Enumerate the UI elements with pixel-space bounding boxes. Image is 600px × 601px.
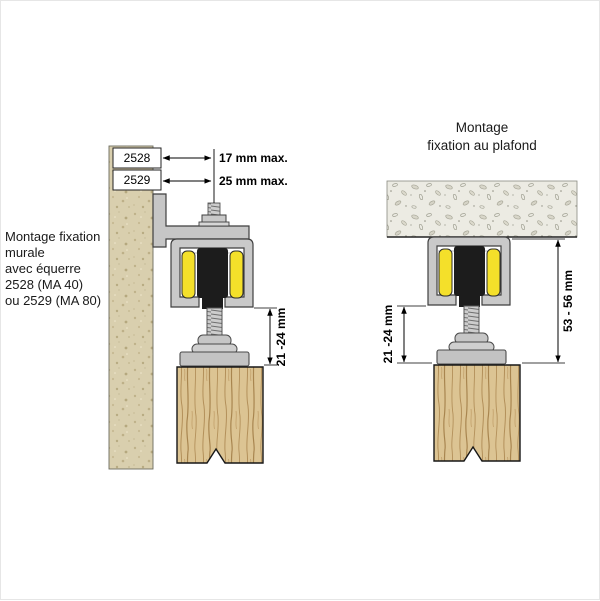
adjust-dimension-left: 21 -24 mm (254, 307, 288, 367)
ceiling-title-line-1: Montage (456, 120, 509, 135)
caption-line-4: 2528 (MA 40) (5, 277, 83, 292)
wall-mount-caption: Montage fixation murale avec équerre 252… (5, 229, 101, 308)
adjust-dimension-right: 21 -24 mm (381, 305, 432, 364)
caption-line-5: ou 2529 (MA 80) (5, 293, 101, 308)
dimension-text-21-24-right: 21 -24 mm (381, 305, 395, 364)
wall-mount-diagram: 2528 2529 17 mm max. 25 mm max. 21 -24 m… (5, 145, 288, 470)
ceiling (386, 180, 578, 238)
dimension-text-17mm: 17 mm max. (219, 151, 288, 165)
total-height-dimension: 53 - 56 mm (512, 238, 575, 364)
track-and-door-assembly (170, 238, 264, 464)
bracket-bolt (198, 202, 230, 227)
caption-line-3: avec équerre (5, 261, 81, 276)
dimension-text-53-56: 53 - 56 mm (561, 270, 575, 332)
bracket-label-2528-box (112, 147, 162, 169)
bracket-label-2529-box (112, 169, 162, 191)
dimension-text-21-24-left: 21 -24 mm (274, 308, 288, 367)
caption-line-1: Montage fixation (5, 229, 100, 244)
ceiling-title-line-2: fixation au plafond (427, 138, 537, 153)
dimension-text-25mm: 25 mm max. (219, 174, 288, 188)
bracket-label-2528: 2528 (124, 151, 151, 165)
bracket-label-2529: 2529 (124, 173, 151, 187)
wall (108, 145, 154, 470)
ceiling-mount-diagram: Montage fixation au plafond 21 -24 mm 53… (381, 120, 578, 462)
caption-line-2: murale (5, 245, 45, 260)
track-and-door-assembly-right (427, 236, 521, 462)
